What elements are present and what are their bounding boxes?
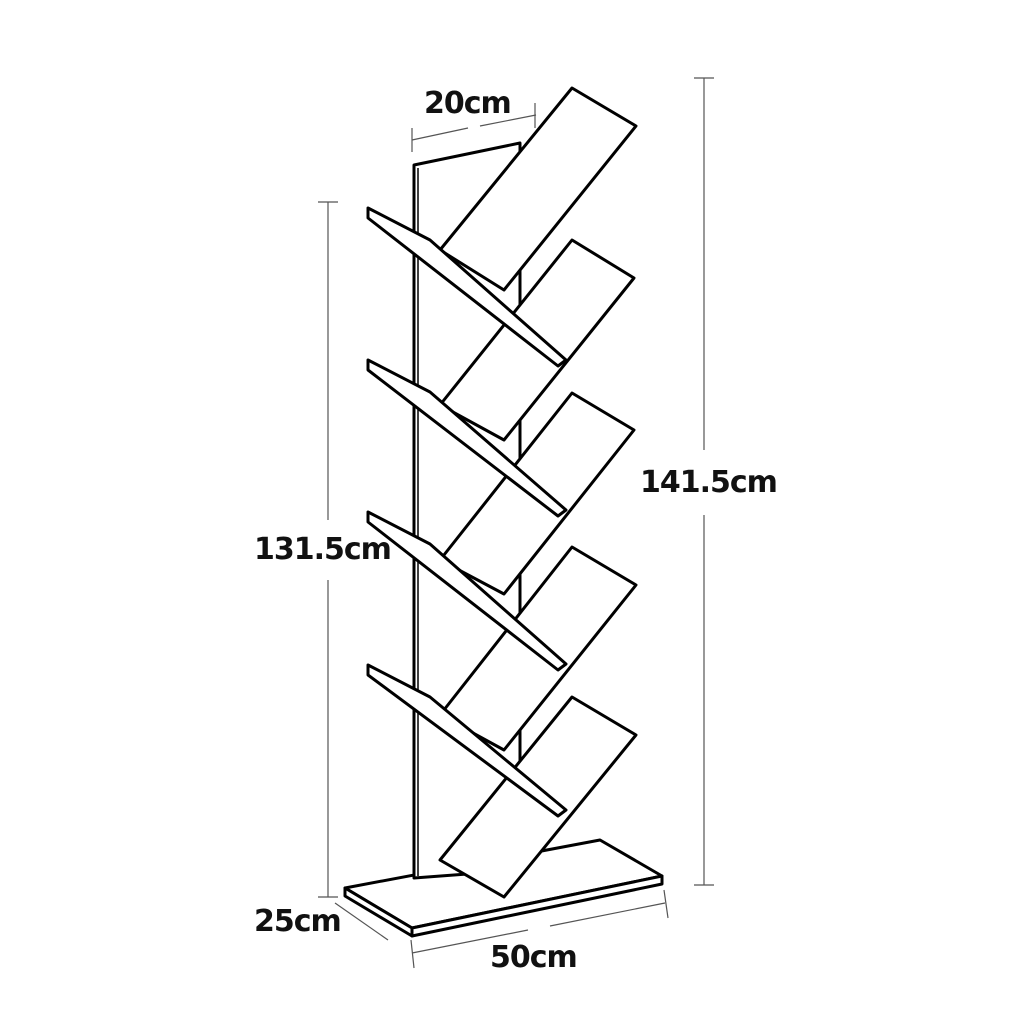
dimension-top-depth: 20cm	[424, 86, 512, 121]
dimension-base-depth: 25cm	[254, 904, 342, 939]
left-shelves	[366, 206, 568, 818]
dimension-base-width: 50cm	[490, 940, 578, 975]
dimension-frame-height: 131.5cm	[254, 532, 392, 567]
dimension-total-height: 141.5cm	[640, 465, 778, 500]
